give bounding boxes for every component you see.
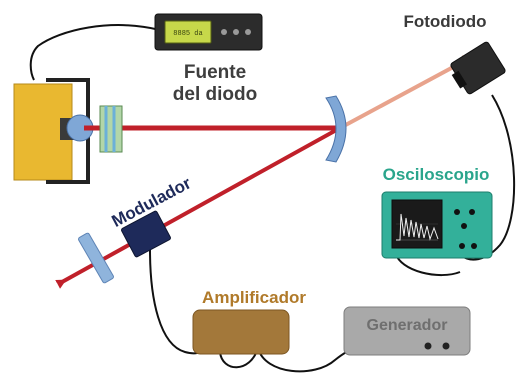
photodiode xyxy=(450,41,506,95)
laser-diode-mount xyxy=(13,78,94,184)
output-jack-icon xyxy=(424,342,432,350)
beam-mirror-to-output xyxy=(55,126,341,289)
cable-photodiode-to-oscilloscope xyxy=(461,94,516,261)
generator: Generador xyxy=(343,306,471,356)
knob-icon xyxy=(469,209,475,215)
modulator xyxy=(121,210,171,258)
beam-mirror-to-photodiode xyxy=(339,55,476,130)
photodiode-label: Fotodiodo xyxy=(403,12,486,31)
knob-icon xyxy=(459,243,465,249)
knob-icon xyxy=(471,243,477,249)
mirror xyxy=(325,95,347,163)
power-supply-label-line1: Fuente xyxy=(184,62,246,83)
knob-icon xyxy=(221,29,227,35)
amplifier-label: Amplificador xyxy=(202,288,306,307)
supply-display xyxy=(164,20,212,44)
knob-icon xyxy=(461,223,467,229)
generator-label: Generador xyxy=(367,317,448,334)
amplifier xyxy=(192,309,290,355)
knob-icon xyxy=(454,209,460,215)
oscilloscope-trace xyxy=(396,213,439,241)
knob-icon xyxy=(233,29,239,35)
output-jack-icon xyxy=(442,342,450,350)
knob-icon xyxy=(245,29,251,35)
optical-filter xyxy=(99,105,123,153)
oscilloscope-label: Osciloscopio xyxy=(383,165,490,184)
output-optic xyxy=(78,232,114,284)
supply-display-reading: 8885 da xyxy=(173,30,202,38)
oscilloscope xyxy=(381,191,493,259)
power-supply-label-line2: del diodo xyxy=(173,84,257,105)
power-supply: 8885 da xyxy=(154,13,263,51)
cable-supply-to-laser xyxy=(29,24,161,81)
